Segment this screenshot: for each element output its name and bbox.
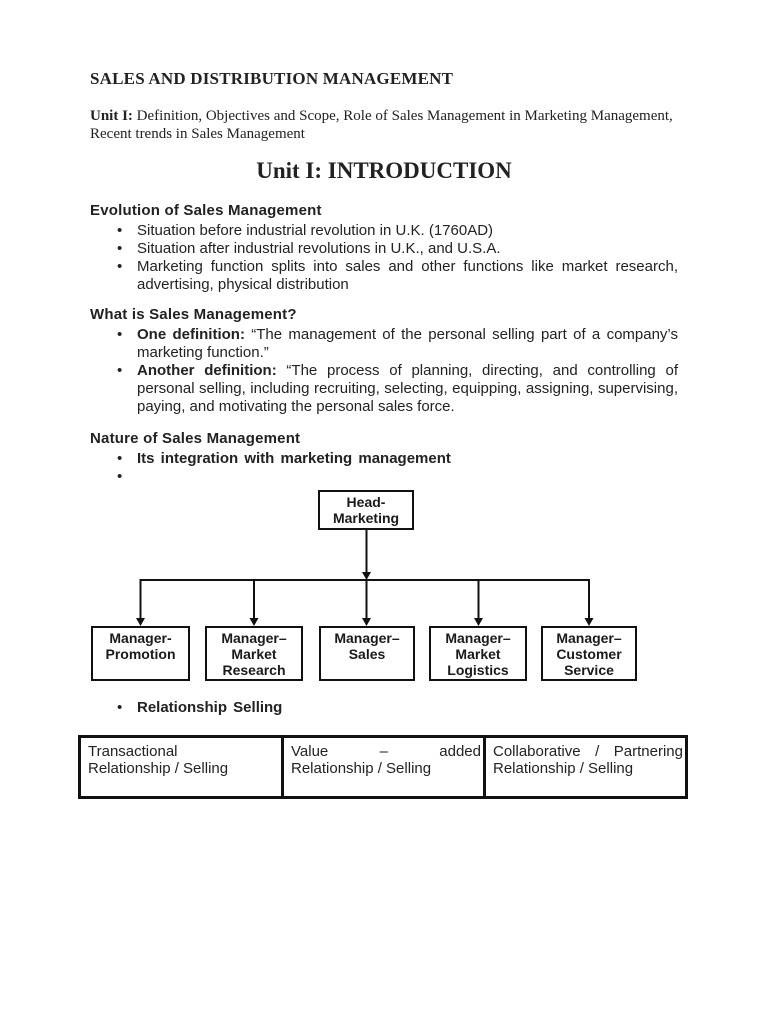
- evolution-list: • Situation before industrial revolution…: [90, 222, 678, 294]
- table-word: Partnering: [613, 743, 683, 760]
- bullet-icon: •: [117, 468, 123, 485]
- relationship-selling-table: Transactional Relationship / Selling Val…: [78, 735, 688, 799]
- org-node-line: Promotion: [105, 646, 176, 662]
- page: SALES AND DISTRIBUTION MANAGEMENT Unit I…: [0, 69, 768, 799]
- list-item: • Another definition: “The process of pl…: [90, 362, 678, 416]
- definition-label: One definition:: [137, 326, 245, 343]
- table-cell-transactional: Transactional Relationship / Selling: [81, 738, 281, 796]
- arrowhead-down-icon: [249, 618, 259, 626]
- list-item-text: Marketing function splits into sales and…: [137, 258, 678, 293]
- org-node-manager-market-research: Manager– Market Research: [205, 626, 303, 681]
- list-item-text: [137, 468, 678, 486]
- org-node-line: Sales: [348, 646, 386, 662]
- definition-text: “The management of the personal selling …: [137, 326, 678, 361]
- nature-list: • Its integration with marketing managem…: [90, 450, 678, 486]
- arrowhead-down-icon: [584, 618, 594, 626]
- definition-text: “The process of planning, directing, and…: [137, 362, 678, 415]
- org-node-line: Customer: [556, 646, 622, 662]
- bullet-icon: •: [117, 240, 123, 257]
- list-item: • One definition: “The management of the…: [90, 326, 678, 362]
- table-word: Collaborative: [493, 743, 581, 760]
- bullet-icon: •: [117, 362, 123, 379]
- arrowhead-down-icon: [474, 618, 483, 626]
- table-cell-collaborative: Collaborative / Partnering Relationship …: [483, 738, 685, 796]
- table-word: added: [439, 743, 481, 760]
- list-item: • Marketing function splits into sales a…: [90, 258, 678, 294]
- list-item-text: Situation after industrial revolutions i…: [137, 240, 501, 257]
- org-node-line: Logistics: [447, 662, 509, 678]
- definitions-list: • One definition: “The management of the…: [90, 326, 678, 416]
- org-node-manager-customer-service: Manager– Customer Service: [541, 626, 637, 681]
- table-cell-line1: Collaborative / Partnering: [493, 743, 683, 760]
- doc-title: SALES AND DISTRIBUTION MANAGEMENT: [90, 69, 454, 88]
- org-node-line: Manager–: [334, 630, 400, 646]
- table-word: Transactional: [88, 743, 178, 760]
- bullet-icon: •: [117, 258, 123, 275]
- relationship-list: • Relationship Selling: [90, 699, 678, 717]
- org-node-manager-promotion: Manager- Promotion: [91, 626, 190, 681]
- heading-what-is: What is Sales Management?: [90, 306, 297, 323]
- org-chart: Head- Marketing Manager- Promotion Manag…: [0, 486, 768, 686]
- bullet-icon: •: [117, 326, 123, 343]
- list-item-text: One definition: “The management of the p…: [137, 326, 678, 362]
- heading-evolution: Evolution of Sales Management: [90, 202, 322, 219]
- unit-summary-text: Definition, Objectives and Scope, Role o…: [90, 108, 673, 142]
- list-item: • Relationship Selling: [90, 699, 678, 717]
- org-node-line: Research: [222, 662, 286, 678]
- heading-nature: Nature of Sales Management: [90, 430, 301, 447]
- org-node-line: Market: [231, 646, 277, 662]
- org-node-line: Marketing: [332, 510, 400, 526]
- unit-label: Unit I:: [90, 108, 133, 124]
- table-cell-line2: Relationship / Selling: [291, 760, 432, 777]
- table-cell-line1: Transactional: [88, 743, 279, 760]
- bullet-icon: •: [117, 450, 123, 467]
- org-node-line: Manager–: [556, 630, 622, 646]
- bullet-icon: •: [117, 222, 123, 239]
- unit-summary: Unit I: Definition, Objectives and Scope…: [90, 107, 684, 143]
- table-word: /: [595, 743, 600, 760]
- org-node-line: Manager–: [221, 630, 287, 646]
- org-node-line: Head-: [346, 494, 386, 510]
- org-node-line: Service: [564, 662, 614, 678]
- definition-label: Another definition:: [137, 362, 277, 379]
- arrowhead-down-icon: [362, 572, 371, 580]
- unit-main-heading: Unit I: INTRODUCTION: [256, 158, 512, 183]
- list-item: • Situation after industrial revolutions…: [90, 240, 678, 258]
- table-cell-line1: Value – added: [291, 743, 481, 760]
- list-item: • Situation before industrial revolution…: [90, 222, 678, 240]
- table-word: Value: [291, 743, 329, 760]
- arrowhead-down-icon: [362, 618, 371, 626]
- list-item-text: Relationship Selling: [137, 699, 283, 716]
- org-node-manager-market-logistics: Manager– Market Logistics: [429, 626, 527, 681]
- list-item-empty: •: [90, 468, 678, 486]
- org-node-head-marketing: Head- Marketing: [318, 490, 414, 530]
- list-item-text: Its integration with marketing managemen…: [137, 450, 451, 467]
- list-item: • Its integration with marketing managem…: [90, 450, 678, 468]
- list-item-text: Situation before industrial revolution i…: [137, 222, 494, 239]
- org-chart-connectors: [136, 530, 594, 626]
- arrowhead-down-icon: [136, 618, 145, 626]
- table-cell-line2: Relationship / Selling: [493, 760, 634, 777]
- list-item-text: Another definition: “The process of plan…: [137, 362, 678, 416]
- table-cell-line2: Relationship / Selling: [88, 760, 229, 777]
- org-node-manager-sales: Manager– Sales: [319, 626, 415, 681]
- org-node-line: Manager–: [445, 630, 511, 646]
- table-cell-value-added: Value – added Relationship / Selling: [281, 738, 483, 796]
- org-node-line: Market: [455, 646, 501, 662]
- bullet-icon: •: [117, 699, 123, 716]
- table-word: –: [379, 743, 388, 760]
- org-node-line: Manager-: [109, 630, 172, 646]
- connector-group: [136, 530, 594, 626]
